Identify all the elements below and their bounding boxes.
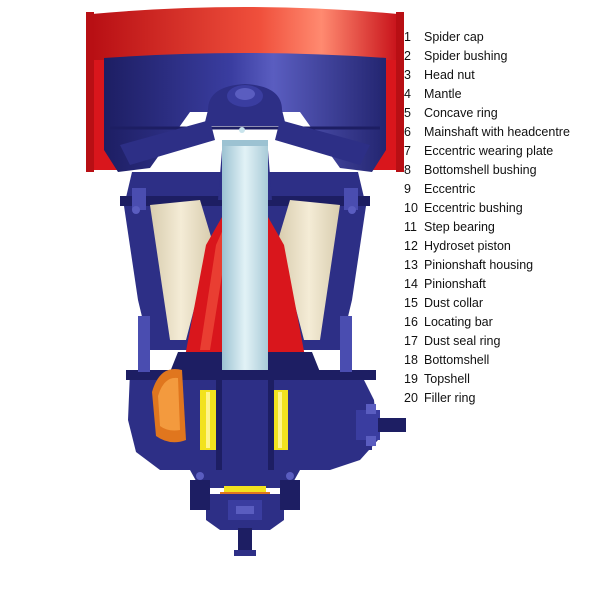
legend-label: Spider cap [424, 30, 484, 44]
legend-number: 4 [404, 87, 411, 101]
legend-item: 15 Dust collar [404, 294, 570, 313]
legend-item: 14 Pinionshaft [404, 275, 570, 294]
legend-number: 10 [404, 201, 418, 215]
legend-number: 13 [404, 258, 418, 272]
legend-item: 9 Eccentric [404, 180, 570, 199]
legend-number: 2 [404, 49, 411, 63]
dust-collar [152, 368, 186, 443]
legend-label: Filler ring [424, 391, 476, 405]
pinionshaft-housing [300, 398, 406, 450]
legend-item: 3 Head nut [404, 66, 570, 85]
legend-label: Mantle [424, 87, 462, 101]
legend-item: 18 Bottomshell [404, 351, 570, 370]
legend-label: Spider bushing [424, 49, 508, 63]
legend-label: Dust seal ring [424, 334, 501, 348]
concave-liners [150, 200, 340, 340]
legend-item: 16 Locating bar [404, 313, 570, 332]
legend-label: Pinionshaft housing [424, 258, 534, 272]
legend-label: Pinionshaft [424, 277, 486, 291]
eccentric-bushing [200, 390, 288, 450]
legend-item: 20 Filler ring [404, 389, 570, 408]
legend-label: Eccentric bushing [424, 201, 523, 215]
legend-number: 7 [404, 144, 411, 158]
legend-number: 11 [404, 220, 417, 234]
legend-label: Topshell [424, 372, 470, 386]
legend-label: Head nut [424, 68, 475, 82]
hydroset-cylinder [206, 494, 284, 556]
crusher-cross-section [86, 7, 406, 556]
legend-item: 11 Step bearing [404, 218, 570, 237]
legend-number: 12 [404, 239, 418, 253]
legend-number: 6 [404, 125, 411, 139]
legend-number: 18 [404, 353, 418, 367]
legend-item: 7 Eccentric wearing plate [404, 142, 570, 161]
legend-number: 8 [404, 163, 411, 177]
legend-item: 5 Concave ring [404, 104, 570, 123]
topshell-blue-drum [104, 53, 386, 172]
legend-number: 20 [404, 391, 418, 405]
legend-label: Eccentric wearing plate [424, 144, 554, 158]
legend-item: 6 Mainshaft with headcentre [404, 123, 570, 142]
legend-item: 8 Bottomshell bushing [404, 161, 570, 180]
legend-item: 10 Eccentric bushing [404, 199, 570, 218]
legend-number: 19 [404, 372, 418, 386]
legend-label: Concave ring [424, 106, 498, 120]
legend-label: Eccentric [424, 182, 476, 196]
legend-label: Bottomshell bushing [424, 163, 537, 177]
legend-item: 1 Spider cap [404, 28, 570, 47]
legend-number: 17 [404, 334, 418, 348]
legend-number: 15 [404, 296, 418, 310]
legend-item: 4 Mantle [404, 85, 570, 104]
spider-arms [120, 120, 370, 165]
legend-label: Locating bar [424, 315, 493, 329]
legend-label: Dust collar [424, 296, 484, 310]
legend-label: Bottomshell [424, 353, 490, 367]
legend-item: 19 Topshell [404, 370, 570, 389]
legend-number: 5 [404, 106, 411, 120]
legend-label: Hydroset piston [424, 239, 511, 253]
legend-item: 12 Hydroset piston [404, 237, 570, 256]
legend-number: 1 [404, 30, 411, 44]
legend-item: 13 Pinionshaft housing [404, 256, 570, 275]
eccentric [216, 380, 274, 470]
legend-number: 16 [404, 315, 418, 329]
legend-label: Step bearing [424, 220, 495, 234]
legend-number: 14 [404, 277, 418, 291]
legend-item: 2 Spider bushing [404, 47, 570, 66]
legend-item: 17 Dust seal ring [404, 332, 570, 351]
spider-cap [204, 84, 286, 133]
legend-label: Mainshaft with headcentre [424, 125, 570, 139]
legend-number: 9 [404, 182, 411, 196]
base-flanges [190, 472, 300, 510]
legend-number: 3 [404, 68, 411, 82]
